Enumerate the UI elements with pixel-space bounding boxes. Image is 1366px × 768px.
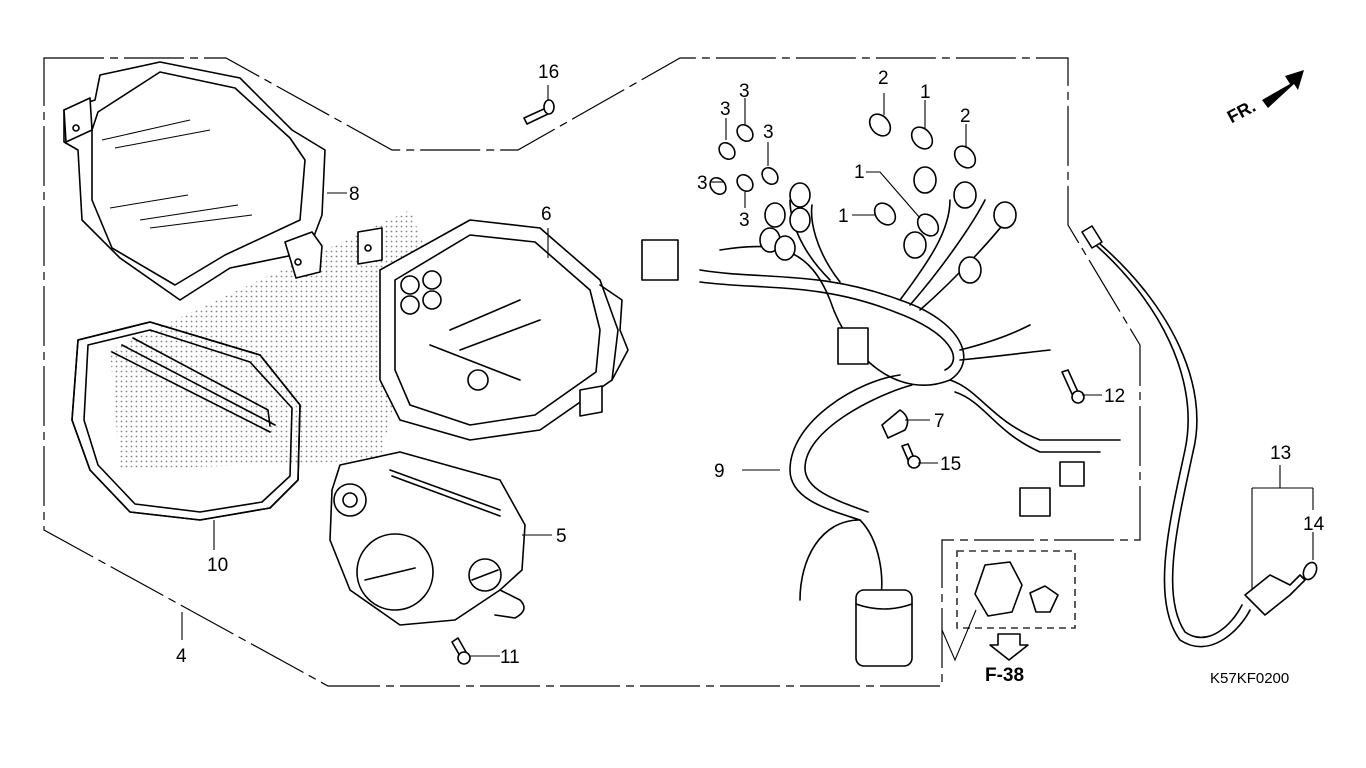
part-screw-12[interactable] <box>1061 369 1085 404</box>
arrow-down-icon <box>989 633 1029 661</box>
front-direction-indicator: FR. <box>1224 70 1304 127</box>
callout-16: 16 <box>538 62 559 83</box>
callout-15: 15 <box>940 454 961 475</box>
arrow-up-right-icon <box>1262 70 1304 108</box>
part-meter-lens[interactable] <box>63 61 326 301</box>
callout-3c: 3 <box>763 122 774 143</box>
part-meter-panel[interactable] <box>71 321 301 521</box>
callout-6: 6 <box>541 204 552 225</box>
figure-code: K57KF0200 <box>1210 670 1289 687</box>
callout-3e: 3 <box>739 210 750 231</box>
callout-1a: 1 <box>920 82 931 103</box>
callout-12: 12 <box>1104 386 1125 407</box>
part-screw-11[interactable] <box>451 637 471 665</box>
reference-label[interactable]: F-38 <box>985 665 1024 686</box>
part-meter-case[interactable] <box>357 219 629 441</box>
callout-3b: 3 <box>739 81 750 102</box>
callout-3d: 3 <box>697 173 708 194</box>
relay-reference-box <box>941 550 1076 662</box>
shading <box>110 210 430 470</box>
part-meter-unit[interactable] <box>329 451 526 626</box>
callout-5: 5 <box>556 526 567 547</box>
reference-link[interactable]: F-38 <box>985 633 1029 686</box>
bulb-sockets <box>759 166 1017 284</box>
part-o-ring[interactable] <box>1301 560 1319 581</box>
part-screw-15[interactable] <box>901 443 921 469</box>
callout-1b: 1 <box>854 162 865 183</box>
callouts: 8 10 6 5 4 11 16 9 7 15 12 13 14 2 1 2 1… <box>176 62 1325 668</box>
callout-9: 9 <box>714 461 725 482</box>
callout-4: 4 <box>176 646 187 667</box>
part-speedometer-cable[interactable] <box>1081 225 1306 648</box>
callout-7: 7 <box>934 411 945 432</box>
callout-3a: 3 <box>720 99 731 120</box>
callout-13: 13 <box>1270 443 1291 464</box>
assembly-boundary <box>43 57 1141 687</box>
callout-8: 8 <box>349 184 360 205</box>
callout-2a: 2 <box>878 68 889 89</box>
part-clamp-7[interactable] <box>881 409 909 439</box>
callout-2b: 2 <box>960 106 971 127</box>
callout-11: 11 <box>500 647 520 668</box>
callout-14: 14 <box>1303 514 1325 535</box>
front-label: FR. <box>1224 96 1259 127</box>
part-bulbs-1-2[interactable] <box>865 110 979 240</box>
part-screw-16[interactable] <box>523 99 555 125</box>
part-wire-harness[interactable] <box>641 199 1121 667</box>
callout-1c: 1 <box>838 206 849 227</box>
callout-10: 10 <box>207 555 228 576</box>
leader-lines <box>181 85 1314 657</box>
